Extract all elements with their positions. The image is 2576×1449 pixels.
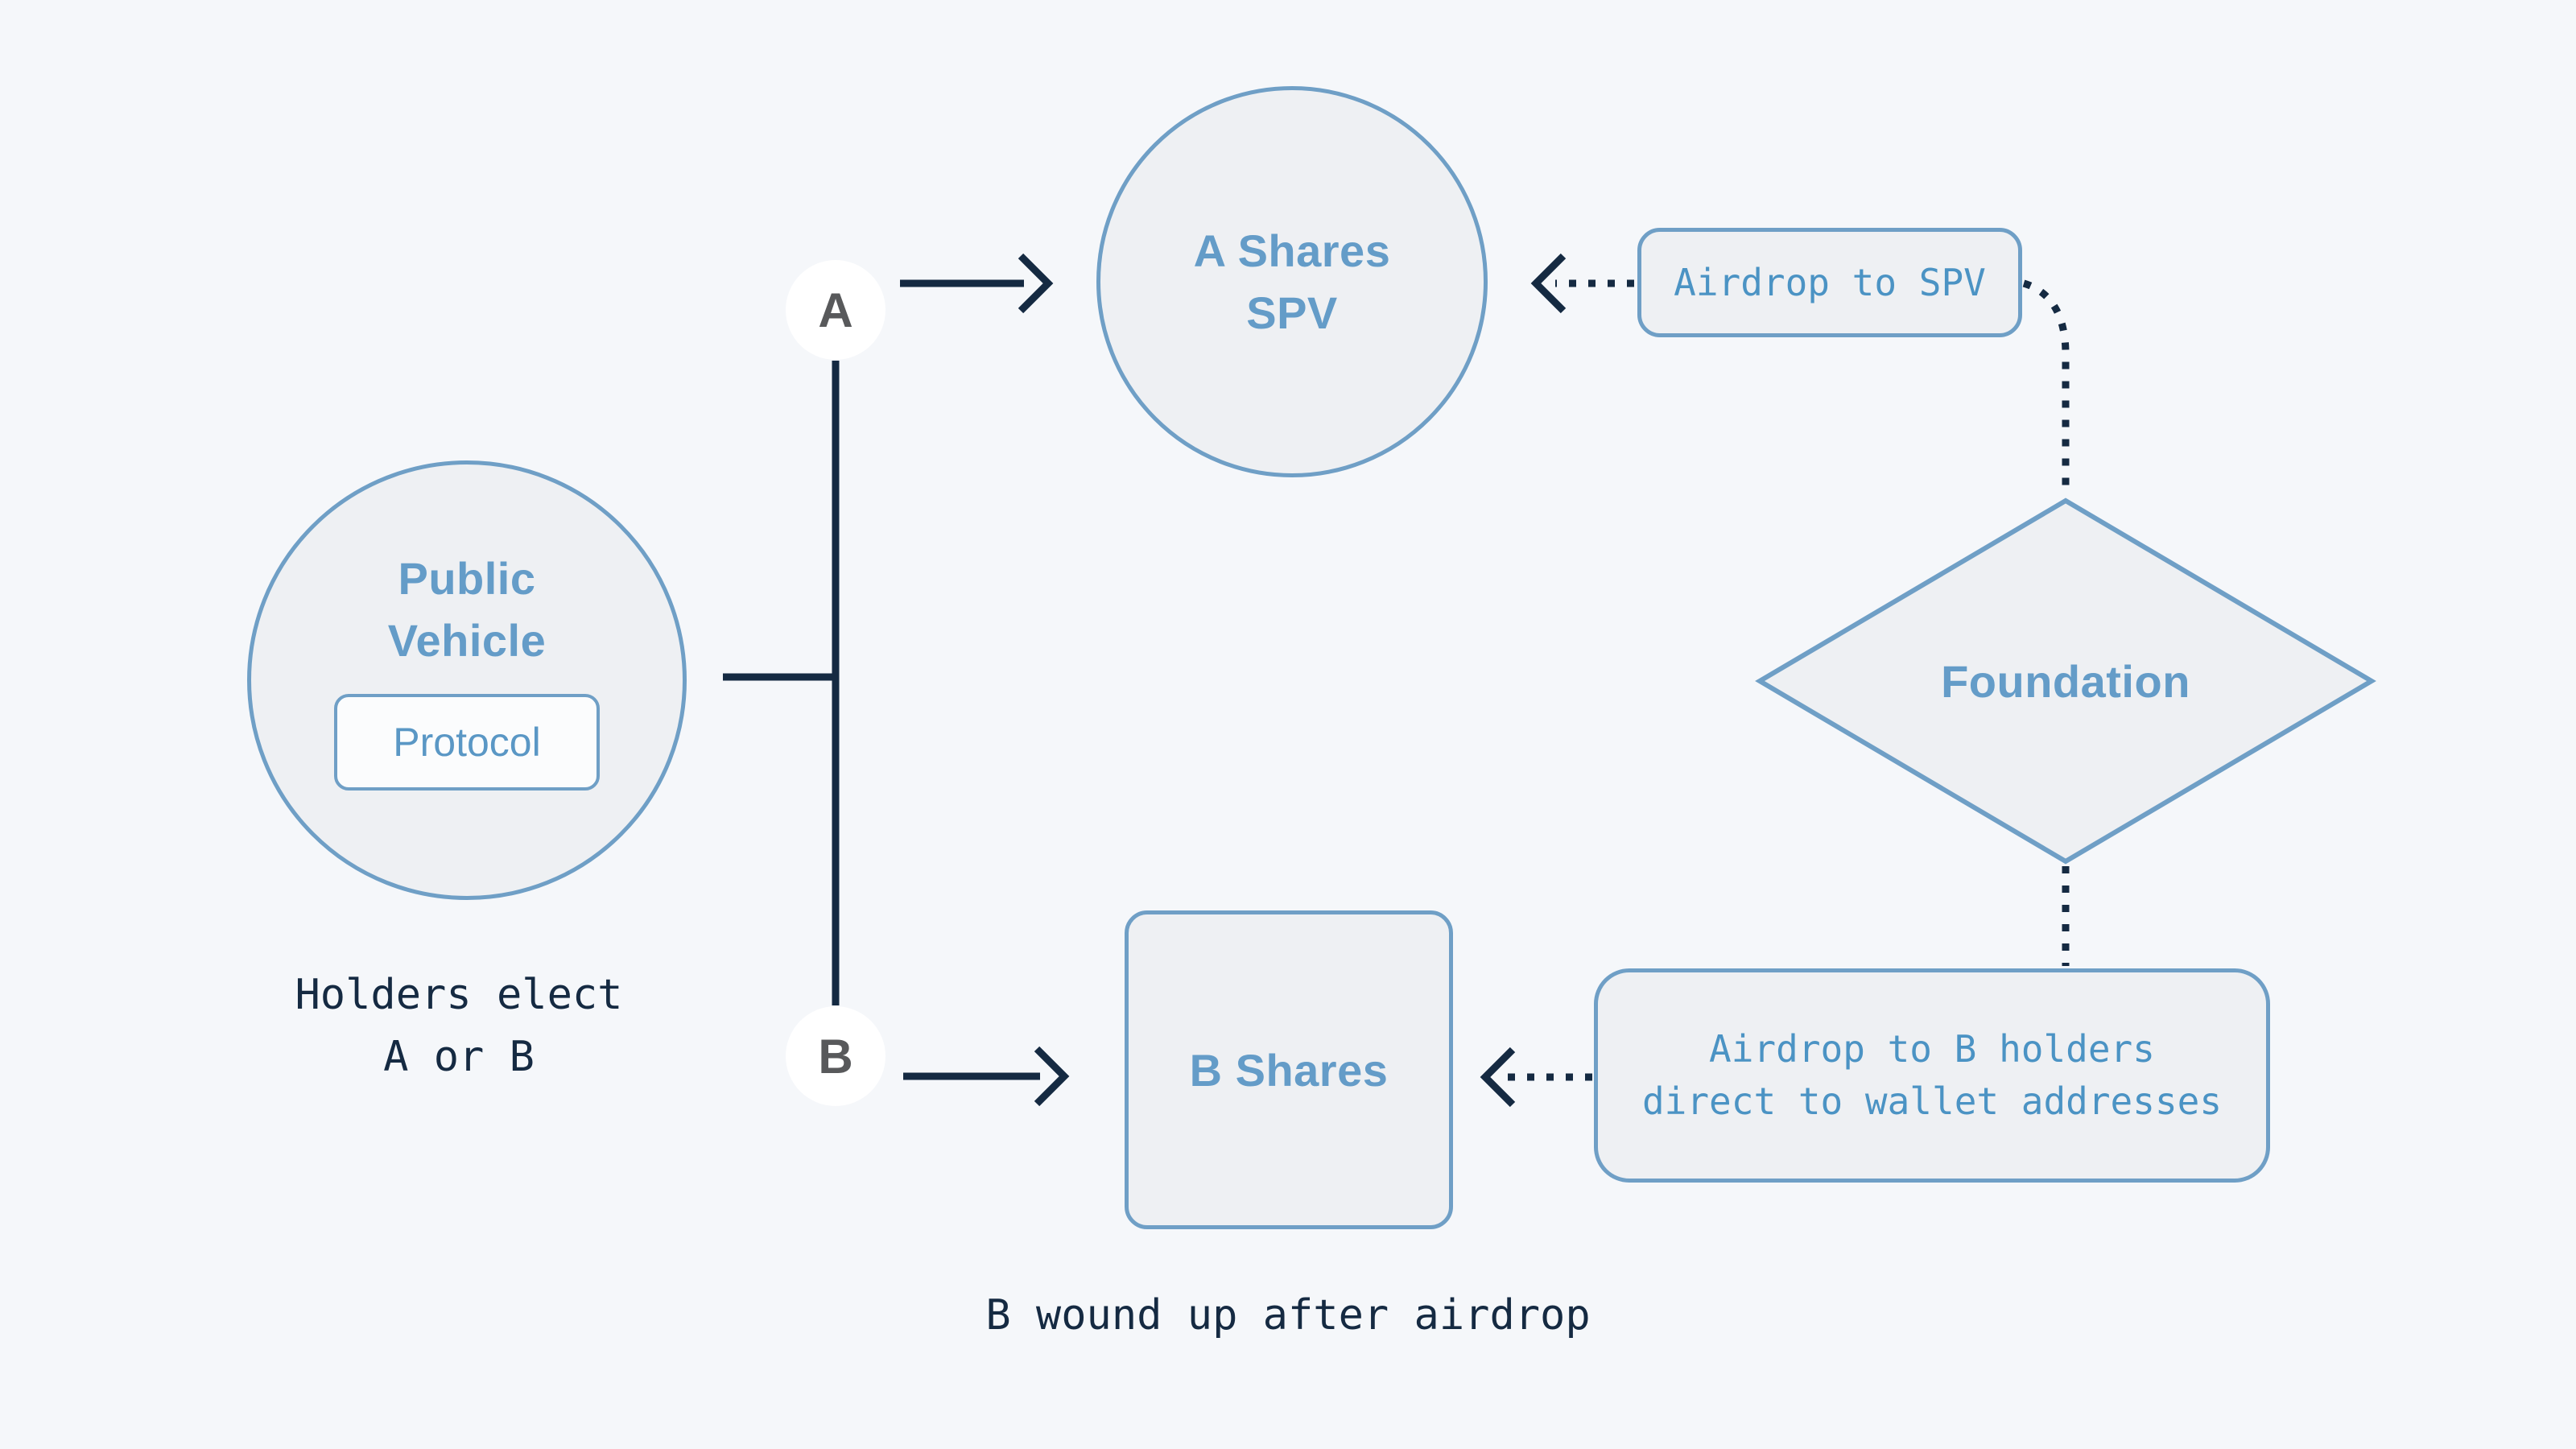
a-shares-spv-label-line1: A Shares: [1193, 225, 1391, 276]
arrow-a-head: [1018, 253, 1054, 314]
public-vehicle-label: Public Vehicle: [388, 547, 547, 671]
foundation-to-spv-link: [2022, 279, 2070, 496]
wound-up-caption: B wound up after airdrop: [985, 1291, 1591, 1340]
dotted-arrow-b-head: [1480, 1046, 1516, 1108]
public-vehicle-label-line1: Public: [398, 553, 536, 604]
public-vehicle-node: Public Vehicle Protocol: [247, 460, 687, 900]
public-vehicle-label-line2: Vehicle: [387, 615, 547, 666]
protocol-badge-label: Protocol: [393, 720, 541, 765]
foundation-diamond: [1755, 497, 2376, 865]
b-shares-node: B Shares: [1125, 910, 1453, 1229]
airdrop-to-b-label-line2: direct to wallet addresses: [1641, 1080, 2223, 1123]
holders-elect-caption-line1: Holders elect: [295, 971, 623, 1019]
branch-a-badge-letter: A: [818, 283, 853, 337]
airdrop-to-b-label: Airdrop to B holders direct to wallet ad…: [1642, 1023, 2222, 1128]
dotted-arrow-spv-head: [1530, 253, 1567, 314]
a-shares-spv-label-line2: SPV: [1246, 287, 1338, 338]
airdrop-to-spv-label: Airdrop to SPV: [1674, 260, 1986, 304]
holders-elect-caption-line2: A or B: [383, 1033, 535, 1081]
branch-a-badge: A: [786, 260, 886, 360]
arrow-b-head: [1034, 1046, 1070, 1107]
holders-elect-caption: Holders elect A or B: [209, 964, 708, 1088]
branch-b-badge-letter: B: [818, 1029, 853, 1084]
airdrop-to-b-node: Airdrop to B holders direct to wallet ad…: [1594, 968, 2270, 1183]
foundation-node: Foundation: [1760, 654, 2372, 708]
a-shares-spv-node: A Shares SPV: [1096, 86, 1488, 477]
airdrop-to-b-label-line1: Airdrop to B holders: [1709, 1027, 2155, 1071]
a-shares-spv-label: A Shares SPV: [1194, 220, 1391, 344]
b-shares-label: B Shares: [1189, 1044, 1389, 1096]
airdrop-to-spv-node: Airdrop to SPV: [1637, 228, 2022, 337]
protocol-badge: Protocol: [334, 694, 600, 791]
foundation-label: Foundation: [1941, 655, 2190, 707]
branch-b-badge: B: [786, 1006, 886, 1106]
public-vehicle-content: Public Vehicle Protocol: [334, 547, 600, 791]
